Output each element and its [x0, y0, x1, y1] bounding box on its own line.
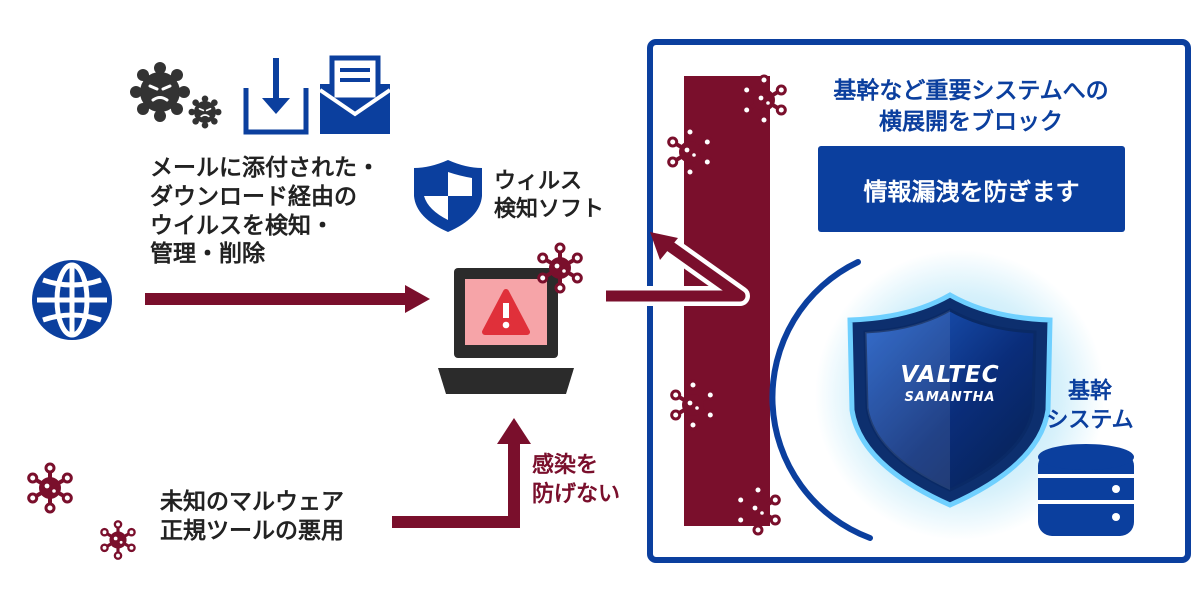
virus-icon — [187, 94, 223, 130]
text-line: ウイルスを検知・ — [150, 212, 334, 239]
shield-product-text: SAMANTHA — [904, 390, 996, 405]
core-system-label: 基幹 システム — [1040, 378, 1140, 435]
text-line: 横展開をブロック — [879, 109, 1063, 136]
virus-icon — [99, 519, 137, 561]
text-line: 基幹など重要システムへの — [833, 78, 1109, 104]
text-line: 感染を — [532, 453, 599, 478]
banner-box — [818, 146, 1125, 232]
arrow-head — [650, 232, 678, 260]
text-line: 正規ツールの悪用 — [160, 517, 344, 544]
text-line: ウィルス — [494, 169, 583, 194]
virus-icon — [128, 60, 192, 124]
valtec-shield-icon — [847, 292, 1053, 508]
text-line: 未知のマルウェア — [160, 489, 344, 515]
text-line: 検知ソフト — [494, 196, 605, 222]
arrow-malware-horizontal — [392, 516, 520, 528]
arrow-head — [405, 285, 430, 313]
arrow-head — [497, 418, 531, 444]
malware-text: 未知のマルウェア 正規ツールの悪用 — [160, 488, 344, 546]
infection-label: 感染を 防げない — [532, 452, 620, 509]
virus-icon — [26, 462, 74, 514]
text-line: 管理・削除 — [150, 241, 265, 268]
globe-icon — [32, 260, 112, 340]
text-line: システム — [1046, 407, 1134, 433]
deflect-arrow — [606, 237, 746, 302]
protection-arc — [769, 259, 873, 541]
banner-text: 情報漏洩を防ぎます — [863, 178, 1080, 206]
shield-icon — [414, 160, 482, 232]
text-line: ダウンロード経由の — [150, 183, 357, 210]
arrow-to-laptop — [145, 293, 407, 305]
warning-icon — [482, 289, 530, 335]
mail-download-text: メールに添付された・ ダウンロード経由の ウイルスを検知・ 管理・削除 — [150, 154, 380, 269]
text-line: 防げない — [532, 481, 621, 507]
antivirus-label: ウィルス 検知ソフト — [494, 168, 604, 223]
mail-icon — [318, 55, 392, 134]
database-icon — [1038, 444, 1134, 536]
arrows — [145, 285, 531, 528]
text-line: 基幹 — [1067, 379, 1112, 404]
panel-heading: 基幹など重要システムへの 横展開をブロック — [786, 76, 1156, 138]
text-line: メールに添付された・ — [150, 155, 380, 181]
arrow-malware-vertical — [508, 442, 520, 528]
shield-brand-text: VALTEC — [900, 362, 1000, 388]
download-icon — [243, 58, 309, 135]
